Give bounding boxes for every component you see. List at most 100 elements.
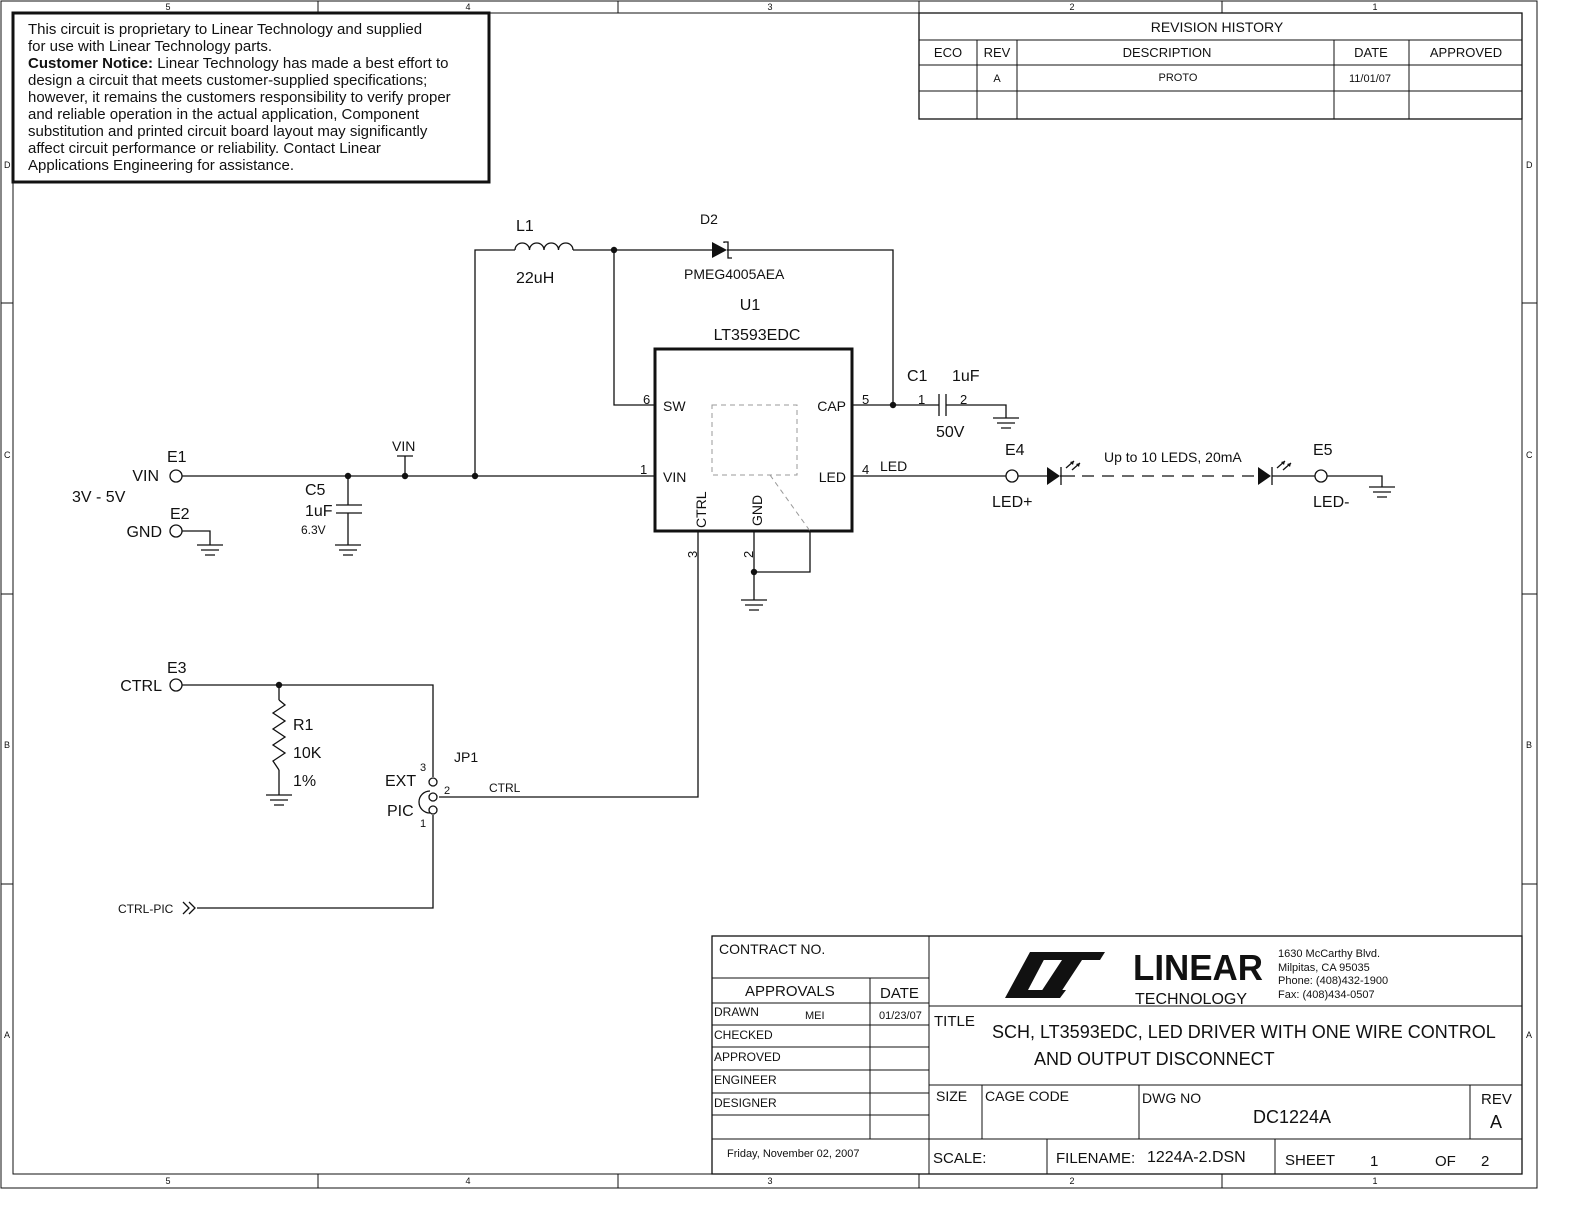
- svg-text:D: D: [4, 160, 11, 170]
- svg-text:A: A: [1490, 1112, 1502, 1132]
- svg-text:B: B: [4, 740, 10, 750]
- svg-text:LED: LED: [819, 469, 846, 485]
- svg-text:APPROVED: APPROVED: [714, 1050, 781, 1064]
- svg-text:LED-: LED-: [1313, 494, 1349, 511]
- svg-text:CAGE CODE: CAGE CODE: [985, 1088, 1069, 1104]
- svg-text:JP1: JP1: [454, 749, 478, 765]
- svg-text:LINEAR: LINEAR: [1133, 947, 1263, 988]
- svg-text:5: 5: [165, 1176, 170, 1186]
- svg-text:CAP: CAP: [817, 398, 846, 414]
- svg-text:E4: E4: [1005, 442, 1025, 459]
- svg-text:01/23/07: 01/23/07: [879, 1010, 922, 1022]
- terminal-e5: E5 LED-: [1313, 442, 1349, 511]
- svg-text:2: 2: [741, 551, 756, 558]
- svg-text:however, it remains the custom: however, it remains the customers respon…: [28, 89, 451, 106]
- svg-text:E3: E3: [167, 660, 187, 677]
- svg-text:2: 2: [1069, 1176, 1074, 1186]
- svg-text:DC1224A: DC1224A: [1253, 1107, 1331, 1127]
- svg-text:SCALE:: SCALE:: [933, 1150, 986, 1167]
- led-icon: [1258, 460, 1292, 485]
- svg-text:50V: 50V: [936, 424, 965, 441]
- customer-notice: This circuit is proprietary to Linear Te…: [11, 11, 491, 184]
- svg-text:2: 2: [444, 785, 450, 797]
- terminal-e1: E1 VIN 3V - 5V: [72, 449, 187, 506]
- svg-text:OF: OF: [1435, 1153, 1456, 1170]
- net-label-led: LED: [880, 458, 907, 474]
- svg-text:6.3V: 6.3V: [301, 523, 326, 537]
- svg-text:TECHNOLOGY: TECHNOLOGY: [1135, 991, 1247, 1008]
- svg-text:4: 4: [465, 2, 470, 12]
- svg-text:FILENAME:: FILENAME:: [1056, 1150, 1135, 1167]
- terminal-e2: E2 GND: [126, 506, 189, 541]
- ground-symbol: [197, 417, 1395, 806]
- led-icon: [1047, 460, 1081, 485]
- svg-text:MEI: MEI: [805, 1010, 825, 1022]
- svg-text:EXT: EXT: [385, 773, 416, 790]
- svg-text:1: 1: [1372, 2, 1377, 12]
- svg-text:C1: C1: [907, 368, 928, 385]
- svg-text:1630 McCarthy Blvd.: 1630 McCarthy Blvd.: [1278, 948, 1380, 960]
- svg-text:11/01/07: 11/01/07: [1349, 73, 1391, 85]
- svg-text:APPROVED: APPROVED: [1430, 45, 1502, 60]
- svg-text:DATE: DATE: [1354, 45, 1388, 60]
- svg-text:substitution and printed circu: substitution and printed circuit board l…: [28, 123, 428, 140]
- svg-text:2: 2: [1069, 2, 1074, 12]
- svg-text:2: 2: [960, 392, 967, 407]
- svg-text:U1: U1: [740, 297, 761, 314]
- svg-text:TITLE: TITLE: [934, 1013, 975, 1030]
- capacitor-c1: C1 1uF 50V 1 2: [907, 368, 980, 441]
- svg-text:DWG NO: DWG NO: [1142, 1090, 1201, 1106]
- junctions: [275, 246, 897, 689]
- svg-text:1: 1: [420, 818, 426, 830]
- svg-text:1: 1: [640, 462, 647, 477]
- svg-text:AND OUTPUT DISCONNECT: AND OUTPUT DISCONNECT: [1034, 1049, 1275, 1069]
- drawing-title: SCH, LT3593EDC, LED DRIVER WITH ONE WIRE…: [992, 1022, 1496, 1042]
- svg-text:REV: REV: [1481, 1091, 1512, 1108]
- terminal-e4: E4 LED+: [992, 442, 1032, 511]
- svg-text:VIN: VIN: [132, 468, 159, 485]
- svg-text:A: A: [1526, 1030, 1532, 1040]
- revision-row: A PROTO 11/01/07: [993, 72, 1391, 85]
- company-address: 1630 McCarthy Blvd. Milpitas, CA 95035 P…: [1278, 948, 1388, 1001]
- svg-text:E5: E5: [1313, 442, 1333, 459]
- ic-u1: U1 LT3593EDC SW VIN CAP LED CTRL GND 6 1…: [640, 297, 869, 558]
- svg-text:4: 4: [465, 1176, 470, 1186]
- svg-text:6: 6: [643, 392, 650, 407]
- svg-text:1%: 1%: [293, 773, 316, 790]
- svg-text:Milpitas, CA 95035: Milpitas, CA 95035: [1278, 962, 1370, 974]
- net-label-vin: VIN: [392, 438, 415, 454]
- svg-text:3: 3: [685, 551, 700, 558]
- svg-text:B: B: [1526, 740, 1532, 750]
- svg-text:GND: GND: [749, 495, 765, 526]
- svg-text:A: A: [993, 73, 1001, 85]
- svg-text:SHEET: SHEET: [1285, 1152, 1335, 1169]
- svg-text:DESCRIPTION: DESCRIPTION: [1123, 45, 1212, 60]
- svg-text:CTRL: CTRL: [120, 678, 162, 695]
- svg-text:design a circuit that meets cu: design a circuit that meets customer-sup…: [28, 72, 427, 89]
- schottky-diode-d2: D2 PMEG4005AEA: [684, 211, 785, 282]
- jumper-jp1[interactable]: JP1 EXT PIC 3 2 1: [385, 749, 478, 830]
- svg-text:CTRL: CTRL: [693, 491, 709, 528]
- svg-text:1: 1: [918, 392, 925, 407]
- svg-text:ENGINEER: ENGINEER: [714, 1073, 777, 1087]
- svg-text:C: C: [1526, 450, 1533, 460]
- svg-text:C: C: [4, 450, 11, 460]
- svg-text:5: 5: [862, 392, 869, 407]
- svg-text:D2: D2: [700, 211, 718, 227]
- svg-text:E1: E1: [167, 449, 187, 466]
- svg-text:3: 3: [767, 2, 772, 12]
- svg-text:GND: GND: [126, 524, 162, 541]
- svg-text:5: 5: [165, 2, 170, 12]
- svg-text:Fax: (408)434-0507: Fax: (408)434-0507: [1278, 989, 1375, 1001]
- svg-text:for use with Linear Technology: for use with Linear Technology parts.: [28, 38, 272, 55]
- svg-text:DRAWN: DRAWN: [714, 1005, 759, 1019]
- svg-text:Applications Engineering for a: Applications Engineering for assistance.: [28, 157, 294, 174]
- svg-text:3: 3: [767, 1176, 772, 1186]
- svg-text:DATE: DATE: [880, 985, 919, 1002]
- svg-text:REVISION HISTORY: REVISION HISTORY: [1151, 19, 1284, 35]
- svg-text:affect circuit performance or: affect circuit performance or reliabilit…: [28, 140, 381, 157]
- led-string-note: Up to 10 LEDS, 20mA: [1104, 449, 1242, 465]
- svg-text:3V - 5V: 3V - 5V: [72, 489, 126, 506]
- svg-text:1uF: 1uF: [305, 503, 333, 520]
